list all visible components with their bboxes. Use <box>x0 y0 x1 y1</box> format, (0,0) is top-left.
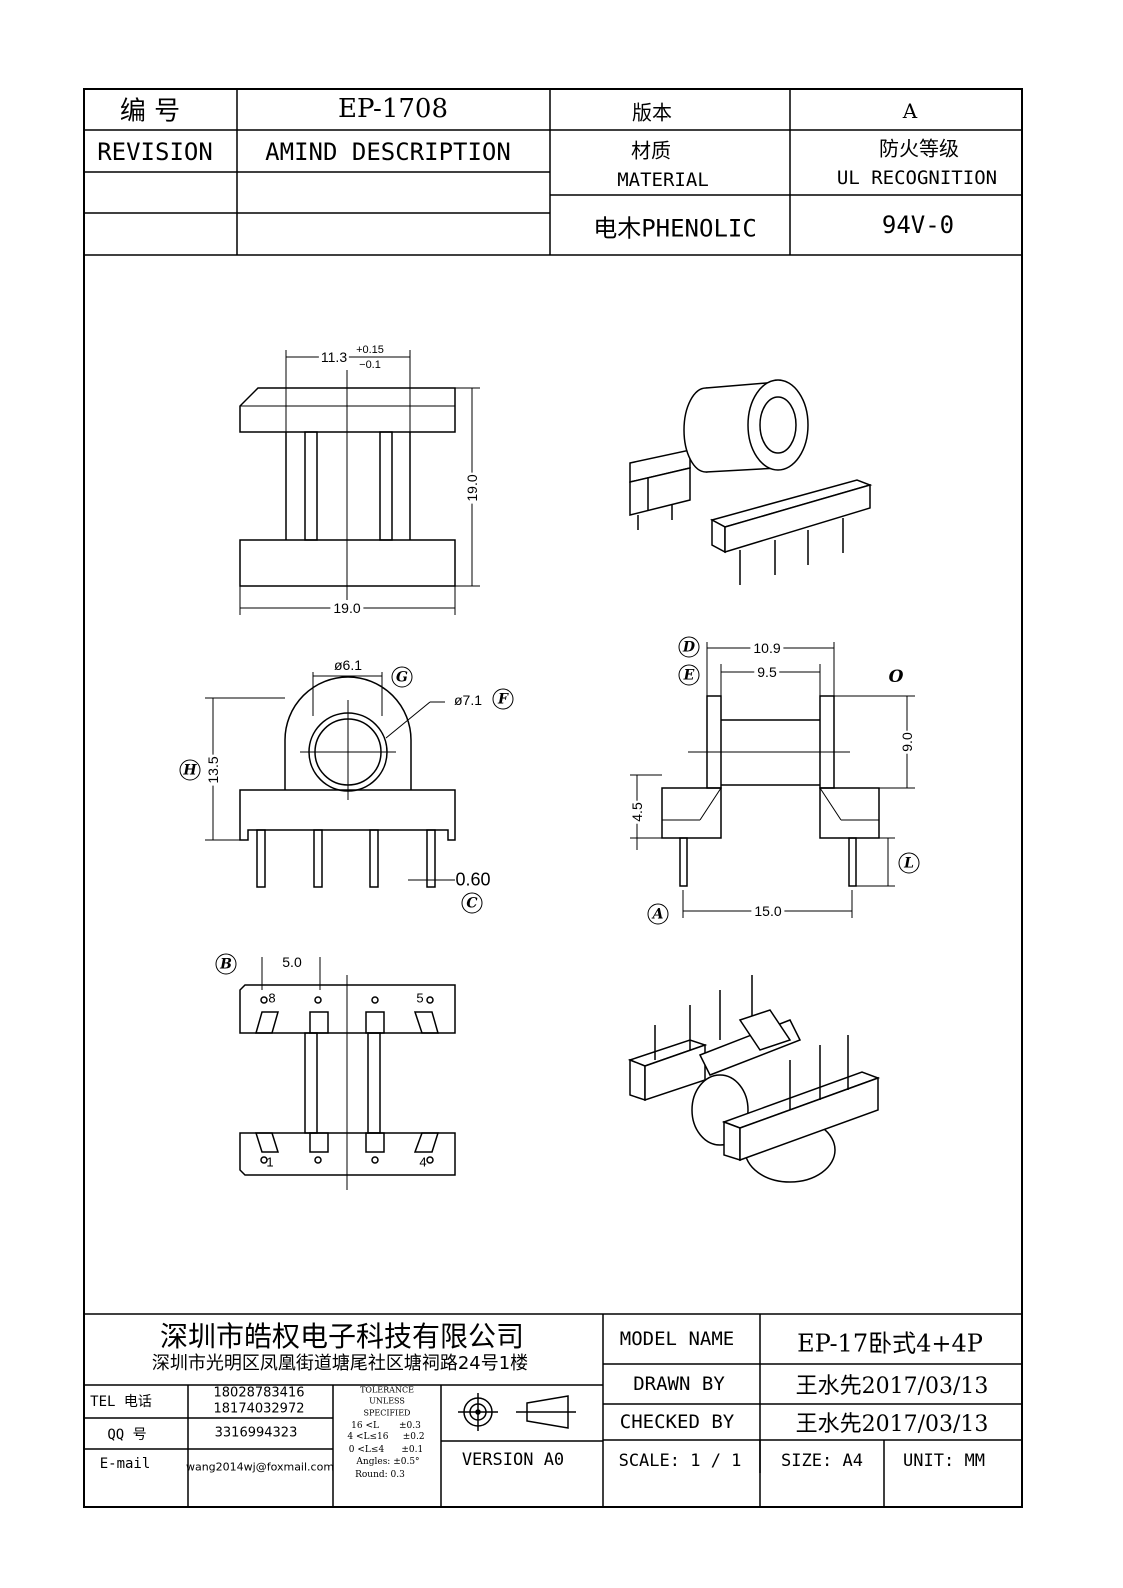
projection-symbol <box>458 1393 576 1431</box>
checked-by-label: CHECKED BY <box>619 1411 735 1433</box>
marker-d: D <box>678 636 700 658</box>
label-o: O <box>888 667 904 687</box>
isometric-bottom-view <box>627 975 881 1183</box>
outer-frame <box>83 88 1023 1508</box>
dim-side-base-height: 4.5 <box>629 800 645 824</box>
marker-f: F <box>492 688 514 710</box>
footer-grid <box>84 1313 1022 1507</box>
fire-rating-label-en: UL RECOGNITION <box>836 167 998 189</box>
dim-side-span: 15.0 <box>751 903 785 919</box>
dim-side-width-outer: 10.9 <box>750 640 784 656</box>
version-code: VERSION A0 <box>461 1450 565 1470</box>
marker-c: C <box>461 892 483 914</box>
version-label: 版本 <box>632 100 672 125</box>
fire-rating-label-cn: 防火等级 <box>879 136 959 161</box>
email-label: E-mail <box>99 1456 151 1472</box>
unit: UNIT: MM <box>903 1451 985 1471</box>
fire-rating-value: 94V-0 <box>881 211 955 239</box>
pin-number-8: 8 <box>268 990 276 1006</box>
tolerance-round: Round: 0.3 <box>355 1470 405 1480</box>
material-value: 电木PHENOLIC <box>593 214 757 243</box>
company-name: 深圳市皓权电子科技有限公司 <box>159 1320 525 1353</box>
dim-top-width: 11.3 <box>318 349 350 365</box>
dim-side-width-inner: 9.5 <box>754 664 780 680</box>
tolerance-title-3: SPECIFIED <box>363 1408 411 1418</box>
tel-label: TEL 电话 <box>90 1394 152 1410</box>
marker-b: B <box>215 953 237 975</box>
drawn-by-value: 王水先2017/03/13 <box>795 1374 989 1399</box>
marker-g: G <box>391 666 413 688</box>
email-value: wang2014wj@foxmail.com <box>185 1460 335 1474</box>
dim-front-height: 13.5 <box>205 754 221 786</box>
qq-value: 3316994323 <box>214 1425 298 1441</box>
marker-a: A <box>647 903 669 925</box>
front-view <box>205 672 456 888</box>
number-value: EP-1708 <box>337 94 449 124</box>
material-label-cn: 材质 <box>631 138 671 163</box>
number-label: 编 号 <box>119 96 181 127</box>
pin-number-1: 1 <box>266 1154 274 1170</box>
paper-size: SIZE: A4 <box>781 1451 863 1471</box>
dim-top-base: 19.0 <box>330 600 364 616</box>
dim-bore-diameter: ø6.1 <box>333 657 363 673</box>
revision-label: REVISION <box>97 138 213 166</box>
version-value: A <box>902 99 918 123</box>
dim-top-tol-minus: −0.1 <box>359 359 381 371</box>
tolerance-title-2: UNLESS <box>369 1396 405 1406</box>
dim-pin-diameter: 0.60 <box>455 869 491 890</box>
marker-h: H <box>179 759 201 781</box>
scale: SCALE: 1 / 1 <box>618 1451 742 1471</box>
dim-outer-diameter: ø7.1 <box>453 692 483 708</box>
marker-l: L <box>898 852 920 874</box>
tolerance-row-1: 16 <L ±0.3 <box>351 1421 421 1431</box>
drawn-by-label: DRAWN BY <box>633 1373 725 1395</box>
tolerance-row-2: 4 <L≤16 ±0.2 <box>347 1432 425 1442</box>
top-view <box>239 350 480 615</box>
qq-label: QQ 号 <box>107 1427 147 1443</box>
side-view <box>630 642 915 918</box>
checked-by-value: 王水先2017/03/13 <box>795 1412 989 1437</box>
bottom-view <box>239 957 456 1190</box>
marker-e: E <box>678 664 700 686</box>
tolerance-angles: Angles: ±0.5° <box>356 1457 420 1467</box>
model-name-value: EP-17卧式4+4P <box>797 1329 983 1358</box>
tolerance-row-3: 0 <L≤4 ±0.1 <box>348 1445 424 1455</box>
tolerance-title-1: TOLERANCE <box>360 1385 414 1395</box>
amind-description-label: AMIND DESCRIPTION <box>265 138 511 166</box>
dim-side-height: 9.0 <box>899 730 915 754</box>
model-name-label: MODEL NAME <box>619 1328 735 1350</box>
dim-top-height: 19.0 <box>464 472 480 504</box>
company-address: 深圳市光明区凤凰街道塘尾社区塘祠路24号1楼 <box>151 1353 529 1374</box>
material-label-en: MATERIAL <box>617 169 709 191</box>
isometric-top-view <box>629 379 873 585</box>
tel-number-2: 18174032972 <box>213 1401 305 1417</box>
dim-pin-pitch: 5.0 <box>282 954 302 970</box>
tel-number-1: 18028783416 <box>213 1385 305 1401</box>
dim-top-tol-plus: +0.15 <box>356 344 384 356</box>
header-grid <box>84 89 1022 256</box>
pin-number-5: 5 <box>416 990 424 1006</box>
pin-number-4: 4 <box>419 1154 427 1170</box>
